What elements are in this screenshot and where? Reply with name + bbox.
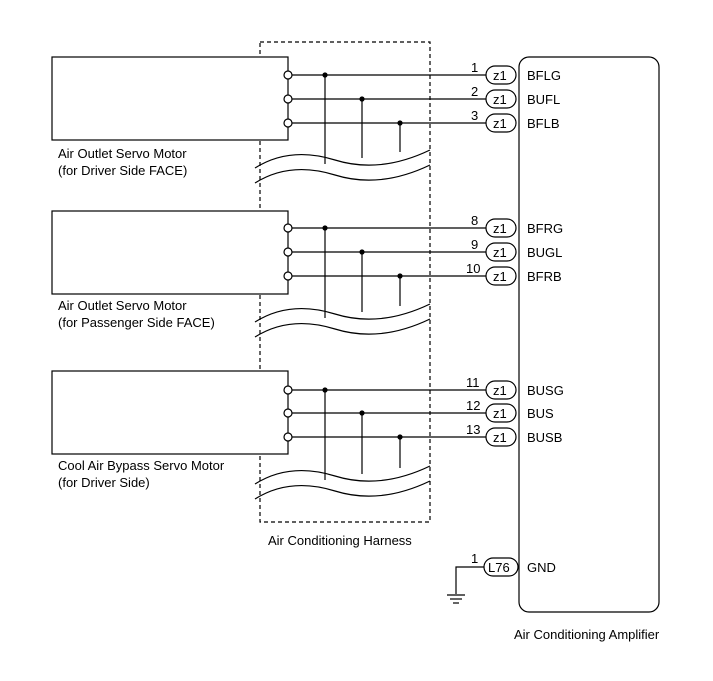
motor2-label-line1: Air Outlet Servo Motor — [58, 298, 187, 313]
motor-box-2 — [51, 210, 289, 295]
svg-text:8: 8 — [471, 213, 478, 228]
wire-group-3 — [254, 385, 486, 500]
svg-text:12: 12 — [466, 398, 480, 413]
ground-icon — [447, 594, 465, 604]
svg-text:BFLG: BFLG — [527, 68, 561, 83]
motor3-label-line2: (for Driver Side) — [58, 475, 150, 490]
amplifier-label: Air Conditioning Amplifier — [514, 627, 660, 642]
terminal-busg: 11 z1 BUSG — [466, 375, 564, 400]
motor3-label-line1: Cool Air Bypass Servo Motor — [58, 458, 225, 473]
terminal-bflb: 3 z1 BFLB — [471, 108, 560, 133]
svg-text:9: 9 — [471, 237, 478, 252]
harness-label: Air Conditioning Harness — [268, 533, 412, 548]
svg-text:z1: z1 — [493, 430, 507, 445]
motor2-label-line2: (for Passenger Side FACE) — [58, 315, 215, 330]
svg-text:z1: z1 — [493, 92, 507, 107]
terminal-busb: 13 z1 BUSB — [466, 422, 562, 447]
svg-text:BFRB: BFRB — [527, 269, 562, 284]
motor1-label-line1: Air Outlet Servo Motor — [58, 146, 187, 161]
svg-text:z1: z1 — [493, 269, 507, 284]
motor1-label-line2: (for Driver Side FACE) — [58, 163, 187, 178]
svg-text:z1: z1 — [493, 68, 507, 83]
wire-group-1 — [254, 70, 486, 184]
svg-text:3: 3 — [471, 108, 478, 123]
svg-text:z1: z1 — [493, 221, 507, 236]
svg-text:10: 10 — [466, 261, 480, 276]
terminal-bfrb: 10 z1 BFRB — [466, 261, 562, 286]
svg-text:GND: GND — [527, 560, 556, 575]
terminal-bus: 12 z1 BUS — [466, 398, 554, 423]
svg-text:BUSG: BUSG — [527, 383, 564, 398]
terminal-bfrg: 8 z1 BFRG — [471, 213, 563, 238]
svg-text:BUGL: BUGL — [527, 245, 562, 260]
svg-text:BFLB: BFLB — [527, 116, 560, 131]
svg-text:z1: z1 — [493, 116, 507, 131]
svg-text:L76: L76 — [488, 560, 510, 575]
svg-text:BFRG: BFRG — [527, 221, 563, 236]
svg-text:1: 1 — [471, 551, 478, 566]
svg-text:2: 2 — [471, 84, 478, 99]
terminal-bufl: 2 z1 BUFL — [471, 84, 560, 109]
svg-text:11: 11 — [466, 375, 480, 390]
motor-box-3 — [51, 370, 289, 455]
svg-text:13: 13 — [466, 422, 480, 437]
terminal-bflg: 1 z1 BFLG — [471, 60, 561, 85]
svg-text:z1: z1 — [493, 245, 507, 260]
terminal-bugl: 9 z1 BUGL — [471, 237, 562, 262]
svg-text:1: 1 — [471, 60, 478, 75]
svg-text:BUSB: BUSB — [527, 430, 562, 445]
terminal-gnd: 1 L76 GND — [447, 551, 556, 604]
svg-text:BUFL: BUFL — [527, 92, 560, 107]
wire-group-2 — [254, 223, 486, 338]
motor-box-1 — [51, 56, 289, 141]
svg-text:BUS: BUS — [527, 406, 554, 421]
svg-text:z1: z1 — [493, 383, 507, 398]
amplifier-box — [518, 56, 660, 613]
svg-text:z1: z1 — [493, 406, 507, 421]
